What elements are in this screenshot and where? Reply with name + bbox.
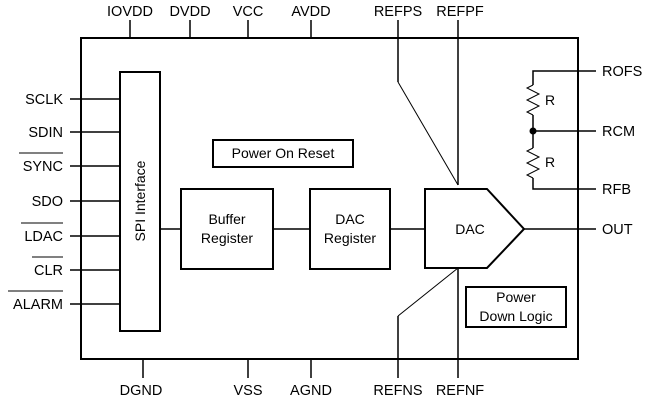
pin-label-sclk: SCLK xyxy=(25,92,63,108)
dac-register-label-2: Register xyxy=(324,230,376,246)
pin-label-refnf: REFNF xyxy=(436,383,484,399)
pin-label-ldac: LDAC xyxy=(24,229,63,245)
resistor-label-bottom: R xyxy=(545,154,555,170)
active-low-overbars xyxy=(8,152,63,292)
buffer-register-label-2: Register xyxy=(201,230,253,246)
pin-label-sdin: SDIN xyxy=(28,125,63,141)
resistor-label-top: R xyxy=(545,92,555,108)
power-down-logic-label-2: Down Logic xyxy=(479,308,552,324)
pin-label-dgnd: DGND xyxy=(120,383,163,399)
pin-label-vss: VSS xyxy=(233,383,262,399)
top-pin-lines xyxy=(129,20,459,186)
power-on-reset-block xyxy=(212,139,354,168)
dac-label: DAC xyxy=(455,221,485,237)
spi-interface-block xyxy=(119,71,161,332)
pin-label-dvdd: DVDD xyxy=(169,4,210,20)
spi-interface-label: SPI Interface xyxy=(132,160,148,241)
pin-label-sync: SYNC xyxy=(23,159,63,175)
pin-label-rofs: ROFS xyxy=(602,64,642,80)
pin-label-refpf: REFPF xyxy=(436,4,484,20)
pin-label-alarm: ALARM xyxy=(13,297,63,313)
pin-label-rcm: RCM xyxy=(602,124,635,140)
pin-label-sdo: SDO xyxy=(32,194,63,210)
pin-label-refps: REFPS xyxy=(374,4,422,20)
power-down-logic-block xyxy=(465,286,567,328)
dac-register-block xyxy=(309,188,391,270)
dac-register-label-1: DAC xyxy=(335,211,365,227)
pin-label-vcc: VCC xyxy=(233,4,264,20)
pin-label-iovdd: IOVDD xyxy=(107,4,153,20)
power-down-logic-label-1: Power xyxy=(496,289,536,305)
bottom-pin-lines xyxy=(142,267,459,378)
left-pin-lines xyxy=(70,98,120,305)
rcm-junction-dot xyxy=(529,127,537,135)
dac-block xyxy=(424,188,526,269)
pin-label-rfb: RFB xyxy=(602,182,631,198)
pin-label-refns: REFNS xyxy=(373,383,422,399)
buffer-register-block xyxy=(180,188,274,270)
pin-label-agnd: AGND xyxy=(290,383,332,399)
buffer-register-label-1: Buffer xyxy=(208,211,245,227)
power-on-reset-label: Power On Reset xyxy=(232,145,335,161)
pin-label-out: OUT xyxy=(602,222,633,238)
resistor-network xyxy=(525,70,596,190)
pin-label-clr: CLR xyxy=(34,263,63,279)
pin-label-avdd: AVDD xyxy=(291,4,330,20)
